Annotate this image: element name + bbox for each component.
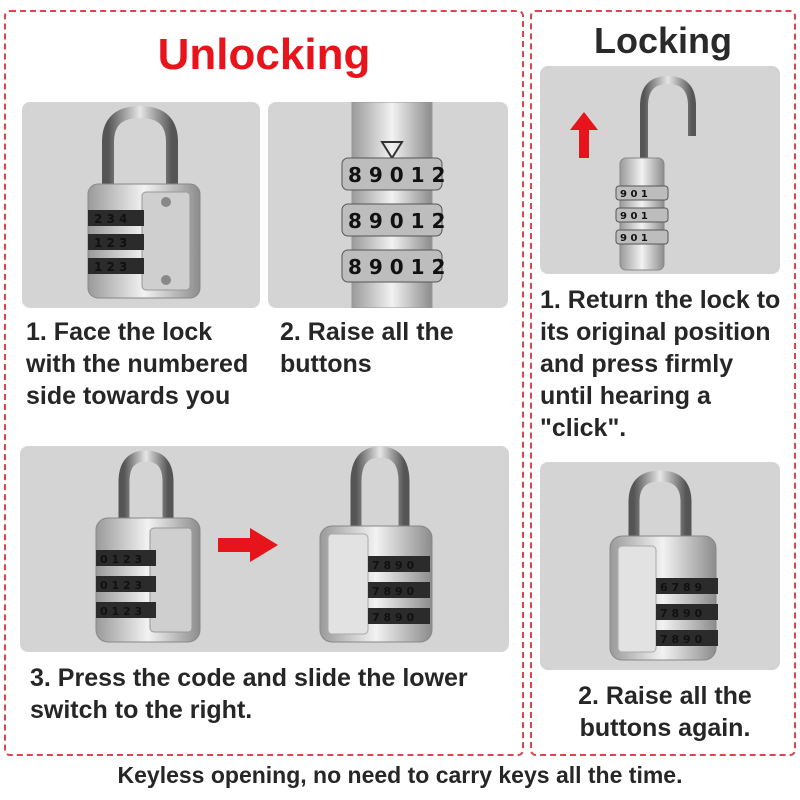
padlock-icon: 0 1 2 3 0 1 2 3 0 1 2 3 (95, 450, 201, 643)
locking-title: Locking (593, 20, 732, 61)
lock-step-2: 2. Raise all the buttons again. (578, 682, 752, 742)
dial-row: 8 9 0 1 2 (348, 163, 445, 187)
dial-row: 0 1 2 3 (100, 553, 142, 566)
unlocking-panel (4, 10, 524, 756)
dial-row: 7 8 9 0 (372, 611, 414, 624)
dial-row: 7 8 9 0 (660, 607, 702, 620)
footer-tagline: Keyless opening, no need to carry keys a… (117, 762, 683, 788)
photo-return-lock: 9 0 1 9 0 1 9 0 1 (540, 66, 780, 274)
unlock-step-2: 2. Raise all the buttons (280, 318, 454, 378)
dial-row: 8 9 0 1 2 (348, 255, 445, 279)
dial-row: 2 3 4 (94, 212, 127, 226)
photo-press-code: 0 1 2 3 0 1 2 3 0 1 2 3 7 8 9 0 7 8 9 0 … (20, 446, 509, 652)
unlocking-title: Unlocking (157, 30, 371, 79)
lock-step-1: 1. Return the lock to its original posit… (540, 286, 781, 442)
dial-row: 7 8 9 0 (372, 559, 414, 572)
photo-face-lock: 2 3 4 1 2 3 1 2 3 (22, 102, 260, 308)
dial-row: 7 8 9 0 (660, 633, 702, 646)
dial-row: 1 2 3 (94, 260, 127, 274)
unlock-step-1: 1. Face the lock with the numbered side … (26, 318, 249, 410)
dial-row: 0 1 2 3 (100, 605, 142, 618)
padlock-icon: 2 3 4 1 2 3 1 2 3 (87, 105, 201, 299)
dial-row: 8 9 0 1 2 (348, 209, 445, 233)
dial-row: 9 0 1 (620, 211, 648, 222)
padlock-icon: 9 0 1 9 0 1 9 0 1 (615, 75, 696, 271)
dial-row: 9 0 1 (620, 189, 648, 200)
dial-row: 0 1 2 3 (100, 579, 142, 592)
dial-row: 7 8 9 0 (372, 585, 414, 598)
dial-row: 1 2 3 (94, 236, 127, 250)
photo-raise-again: 6 7 8 9 7 8 9 0 7 8 9 0 (540, 462, 780, 670)
photo-raise-buttons: 8 9 0 1 2 8 9 0 1 2 8 9 0 1 2 (268, 102, 508, 308)
dial-row: 9 0 1 (620, 233, 648, 244)
unlock-step-3: 3. Press the code and slide the lower sw… (30, 664, 468, 724)
right-arrow-icon (218, 528, 278, 562)
padlock-closeup-icon: 8 9 0 1 2 8 9 0 1 2 8 9 0 1 2 (341, 102, 445, 308)
padlock-icon: 7 8 9 0 7 8 9 0 7 8 9 0 (319, 446, 433, 643)
dial-row: 6 7 8 9 (660, 581, 702, 594)
padlock-icon: 6 7 8 9 7 8 9 0 7 8 9 0 (609, 470, 718, 661)
locking-panel (530, 10, 796, 756)
up-arrow-icon (570, 112, 598, 158)
